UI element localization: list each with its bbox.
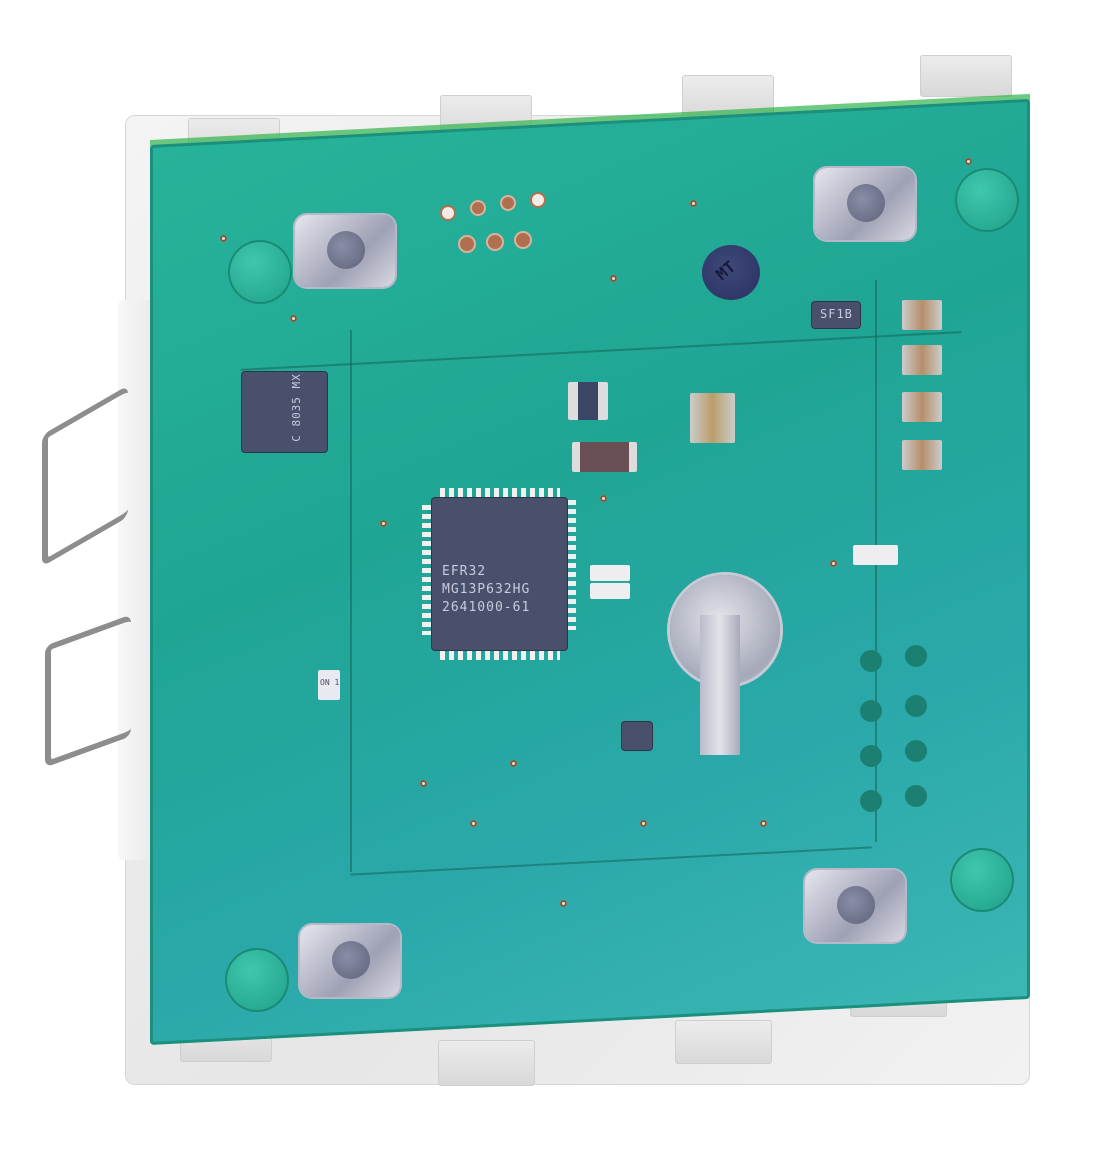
contact-pad — [860, 700, 882, 722]
contact-pad — [860, 745, 882, 767]
via — [640, 820, 647, 827]
via — [965, 158, 972, 165]
led — [590, 565, 630, 581]
tactile-switch — [805, 870, 905, 942]
small-chip: ON 1 — [318, 670, 340, 700]
tactile-switch — [300, 925, 400, 997]
tactile-switch — [815, 168, 915, 240]
capacitor — [568, 382, 608, 420]
small-chip-label: ON 1 — [320, 678, 340, 687]
mounting-hole — [225, 948, 289, 1012]
capacitor — [902, 392, 942, 422]
capacitor — [902, 345, 942, 375]
contact-pad — [905, 645, 927, 667]
switch-cap — [332, 941, 370, 979]
test-pad — [470, 200, 486, 216]
via — [600, 495, 607, 502]
via — [610, 275, 617, 282]
top-clip — [920, 55, 1012, 97]
via — [760, 820, 767, 827]
panel-divider — [350, 330, 352, 872]
switch-cap — [837, 886, 875, 924]
via — [220, 235, 227, 242]
resistor — [572, 442, 637, 472]
via — [560, 900, 567, 907]
transistor — [622, 722, 652, 750]
inductor: MT — [702, 245, 760, 300]
inductor-label: MT — [712, 257, 740, 284]
mcu-pins-bottom — [440, 650, 560, 660]
via — [830, 560, 837, 567]
contact-pad — [905, 785, 927, 807]
mcu-line3: 2641000-61 — [442, 600, 531, 615]
contact-pad — [860, 790, 882, 812]
via — [420, 780, 427, 787]
mcu-chip: EFR32 MG13P632HG 2641000-61 — [432, 498, 567, 650]
tactile-switch — [295, 215, 395, 287]
capacitor — [902, 440, 942, 470]
test-pad — [530, 192, 546, 208]
via — [470, 820, 477, 827]
switch-cap — [327, 231, 365, 269]
test-pad — [500, 195, 516, 211]
battery-contact — [700, 615, 740, 755]
mosfet-label: C 8035 MX — [289, 373, 303, 442]
spring-clip-icon — [42, 385, 128, 567]
bottom-clip — [438, 1040, 535, 1086]
mounting-hole — [955, 168, 1019, 232]
via — [290, 315, 297, 322]
via — [690, 200, 697, 207]
switch-cap — [847, 184, 885, 222]
mcu-pins-right — [566, 500, 576, 630]
mosfet-chip: C 8035 MX — [242, 372, 327, 452]
contact-pad — [905, 695, 927, 717]
mcu-line1: EFR32 — [442, 564, 487, 579]
led — [853, 545, 898, 565]
via — [510, 760, 517, 767]
led — [590, 583, 630, 599]
capacitor — [902, 300, 942, 330]
mounting-hole — [228, 240, 292, 304]
mcu-line2: MG13P632HG — [442, 582, 531, 597]
test-pad — [486, 233, 504, 251]
bottom-clip — [675, 1020, 772, 1064]
mcu-pins-left — [422, 505, 432, 635]
test-pad — [440, 205, 456, 221]
regulator-chip: SF1B — [812, 302, 860, 328]
test-pad — [514, 231, 532, 249]
via — [380, 520, 387, 527]
test-pad — [458, 235, 476, 253]
mounting-hole — [950, 848, 1014, 912]
regulator-label: SF1B — [820, 307, 853, 321]
capacitor — [690, 393, 735, 443]
mcu-pins-top — [440, 488, 560, 498]
contact-pad — [860, 650, 882, 672]
contact-pad — [905, 740, 927, 762]
